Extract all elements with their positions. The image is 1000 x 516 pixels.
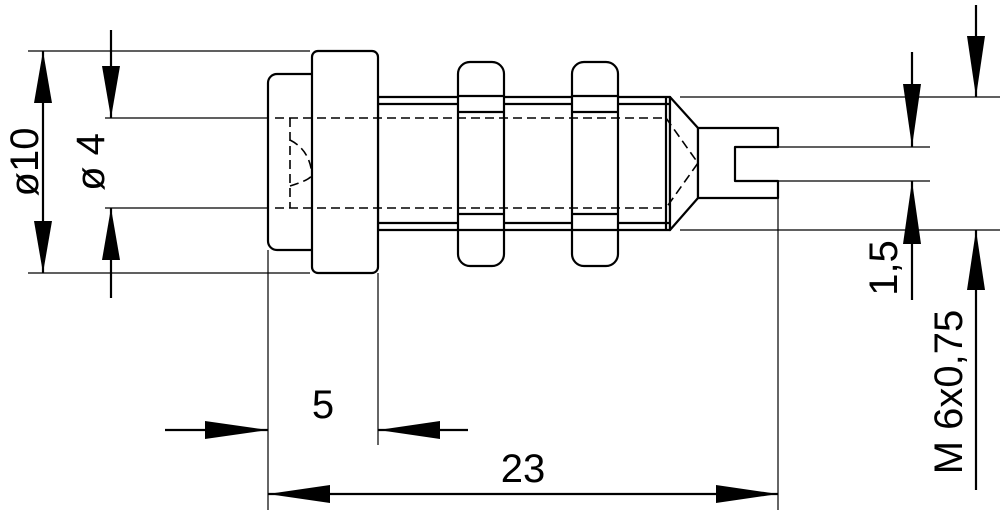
- hex-nut-1: [456, 60, 506, 268]
- label-outer-diameter: ø10: [3, 128, 47, 197]
- dim-bore-diameter: ø 4: [69, 30, 120, 298]
- dim-head-length: 5: [165, 383, 468, 439]
- label-slot-width: 1,5: [862, 240, 906, 296]
- slotted-end: [696, 126, 780, 200]
- dim-outer-diameter: ø10: [3, 51, 52, 273]
- extension-lines: [28, 50, 1000, 510]
- conical-tip: [668, 95, 700, 232]
- label-thread: M 6x0,75: [927, 310, 971, 475]
- threaded-body: [376, 95, 672, 232]
- label-total-length: 23: [501, 447, 546, 491]
- dim-thread: M 6x0,75: [927, 5, 985, 490]
- head-flange: [310, 49, 380, 275]
- label-bore-diameter: ø 4: [69, 133, 113, 191]
- label-head-length: 5: [312, 383, 334, 427]
- dim-slot-width: 1,5: [862, 52, 921, 300]
- terminal-part: [266, 49, 780, 275]
- dim-total-length: 23: [268, 447, 778, 503]
- hex-nut-2: [570, 60, 620, 268]
- hidden-bore: [275, 117, 699, 209]
